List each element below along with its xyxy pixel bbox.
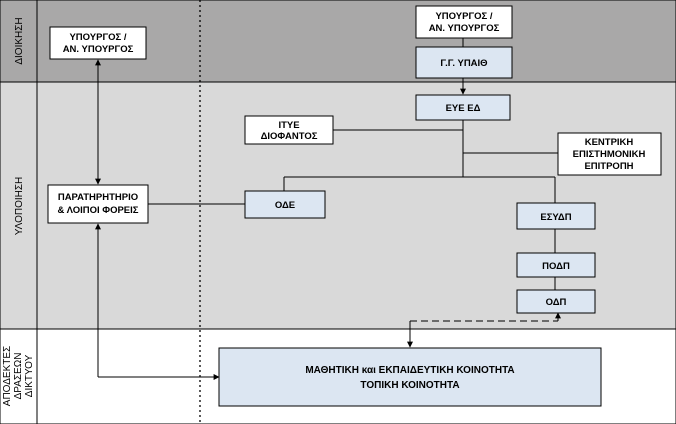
minister-top-line1: ΥΠΟΥΡΓΟΣ / — [435, 11, 492, 22]
community-line2: ΤΟΠΙΚΗ ΚΟΙΝΟΤΗΤΑ — [360, 380, 459, 391]
itye-line2: ΔΙΟΦΑΝΤΟΣ — [261, 131, 318, 142]
minister-left-line2: ΑΝ. ΥΠΟΥΡΓΟΣ — [63, 44, 134, 55]
eye-label: ΕΥΕ ΕΔ — [446, 103, 481, 114]
gg-label: Γ.Γ. ΥΠΑΙΘ — [440, 58, 487, 69]
connectors — [95, 38, 561, 380]
box-minister-left: ΥΠΟΥΡΓΟΣ / ΑΝ. ΥΠΟΥΡΓΟΣ — [49, 26, 147, 60]
box-ode: ΟΔΕ — [244, 190, 326, 219]
community-line1: ΜΑΘΗΤΙΚΗ και ΕΚΠΑΙΔΕΥΤΙΚΗ ΚΟΙΝΟΤΗΤΑ — [305, 365, 514, 376]
minister-top-line2: ΑΝ. ΥΠΟΥΡΓΟΣ — [429, 23, 500, 34]
box-kee: ΚΕΝΤΡΙΚΗ ΕΠΙΣΤΗΜΟΝΙΚΗ ΕΠΙΤΡΟΠΗ — [557, 132, 662, 176]
odp-label: ΟΔΠ — [546, 297, 567, 308]
box-odp: ΟΔΠ — [516, 289, 596, 314]
ode-label: ΟΔΕ — [275, 200, 295, 211]
box-community: ΜΑΘΗΤΙΚΗ και ΕΚΠΑΙΔΕΥΤΙΚΗ ΚΟΙΝΟΤΗΤΑ ΤΟΠΙ… — [218, 347, 602, 407]
observatory-line1: ΠΑΡΑΤΗΡΗΤΗΡΙΟ — [58, 192, 138, 203]
kee-line2: ΕΠΙΣΤΗΜΟΝΙΚΗ — [573, 149, 646, 160]
box-itye: ΙΤΥΕ ΔΙΟΦΑΝΤΟΣ — [244, 115, 334, 145]
band-label-implementation: ΥΛΟΠΟΙΗΣΗ — [14, 177, 25, 236]
itye-line1: ΙΤΥΕ — [278, 120, 299, 131]
kee-line3: ΕΠΙΤΡΟΠΗ — [584, 161, 633, 172]
esydp-label: ΕΣΥΔΠ — [540, 212, 571, 223]
box-podp: ΠΟΔΠ — [516, 252, 596, 278]
kee-line1: ΚΕΝΤΡΙΚΗ — [585, 137, 634, 148]
band-label-recipients-1: ΑΠΟΔΕΚΤΕΣ — [2, 346, 13, 406]
box-minister-top: ΥΠΟΥΡΓΟΣ / ΑΝ. ΥΠΟΥΡΓΟΣ — [415, 5, 513, 39]
band-label-administration: ΔΙΟΙΚΗΣΗ — [14, 17, 25, 64]
minister-left-line1: ΥΠΟΥΡΓΟΣ / — [69, 32, 126, 43]
box-esydp: ΕΣΥΔΠ — [516, 202, 596, 230]
podp-label: ΠΟΔΠ — [542, 261, 570, 272]
box-eye: ΕΥΕ ΕΔ — [415, 94, 511, 121]
box-observatory: ΠΑΡΑΤΗΡΗΤΗΡΙΟ & ΛΟΙΠΟΙ ΦΟΡΕΙΣ — [47, 184, 149, 224]
box-gg: Γ.Γ. ΥΠΑΙΘ — [415, 46, 513, 79]
observatory-line2: & ΛΟΙΠΟΙ ΦΟΡΕΙΣ — [58, 205, 139, 216]
band-label-recipients-3: ΔΙΚΤΥΟΥ — [24, 354, 35, 397]
band-label-recipients-2: ΔΡΑΣΕΩΝ — [13, 353, 24, 400]
